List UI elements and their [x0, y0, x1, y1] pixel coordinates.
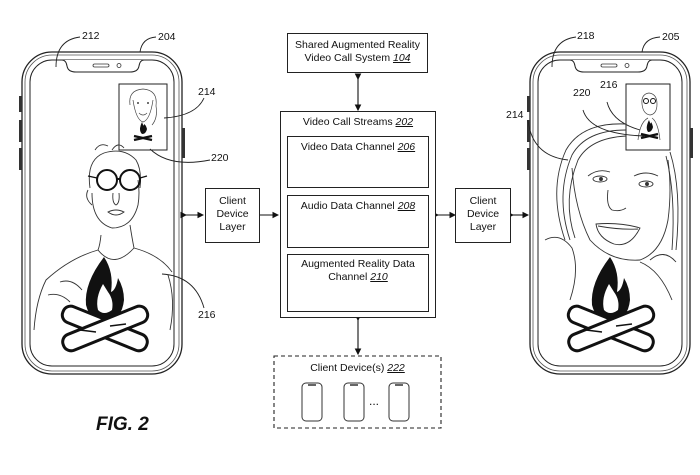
right-campfire-effect [566, 257, 656, 353]
ref-214-right: 214 [506, 109, 524, 121]
ref-216-left: 216 [198, 309, 216, 321]
left-campfire-effect [60, 257, 150, 353]
audio-data-channel-box: Audio Data Channel 208 [287, 195, 429, 248]
ref-216-right: 216 [600, 79, 618, 91]
video-channel-title: Video Data Channel 206 [300, 141, 416, 153]
shared-ar-video-call-system-box: Shared Augmented Reality Video Call Syst… [287, 33, 428, 73]
left-layer-line3: Layer [219, 221, 246, 233]
ar-channel-title-line2: Channel 210 [328, 271, 388, 283]
ref-214-left: 214 [198, 86, 216, 98]
ref-220-right: 220 [573, 87, 591, 99]
left-sunglasses [87, 169, 148, 191]
right-layer-line3: Layer [469, 221, 497, 233]
left-person-illustration [33, 144, 173, 331]
more-devices-ellipsis: ... [369, 394, 380, 408]
leader-lines [55, 36, 661, 309]
system-box-line2: Video Call System 104 [304, 52, 411, 64]
right-phone [527, 51, 693, 375]
audio-channel-title: Audio Data Channel 208 [300, 200, 416, 212]
ref-204: 204 [158, 31, 176, 43]
video-data-channel-box: Video Data Channel 206 [287, 136, 429, 188]
mini-phone-icon [343, 382, 365, 422]
right-client-device-layer: Client Device Layer [455, 188, 511, 243]
mini-phone-icons [301, 382, 410, 422]
figure-label: FIG. 2 [96, 414, 149, 435]
left-inset-video [118, 83, 168, 151]
ref-218: 218 [577, 30, 595, 42]
ref-220-left: 220 [211, 152, 229, 164]
mini-phone-icon [388, 382, 410, 422]
ar-data-channel-box: Augmented Reality Data Channel 210 [287, 254, 429, 312]
system-box-line1: Shared Augmented Reality [295, 39, 420, 51]
ar-channel-title-line1: Augmented Reality Data [301, 258, 415, 270]
right-person-illustration [544, 123, 679, 301]
left-layer-line1: Client [219, 195, 246, 207]
client-devices-box-border [273, 355, 442, 429]
connectors [180, 73, 530, 356]
streams-title: Video Call Streams 202 [302, 116, 414, 128]
mini-phone-icon [301, 382, 323, 422]
right-layer-line2: Device [466, 208, 500, 220]
ref-205: 205 [662, 31, 680, 43]
ref-212: 212 [82, 30, 100, 42]
client-devices-title: Client Device(s) 222 [310, 362, 405, 374]
right-inset-video [625, 83, 671, 151]
right-layer-line1: Client [469, 195, 497, 207]
left-client-device-layer: Client Device Layer [205, 188, 260, 243]
left-phone [19, 51, 185, 375]
system-ref: 104 [392, 52, 411, 64]
left-layer-line2: Device [216, 208, 249, 220]
